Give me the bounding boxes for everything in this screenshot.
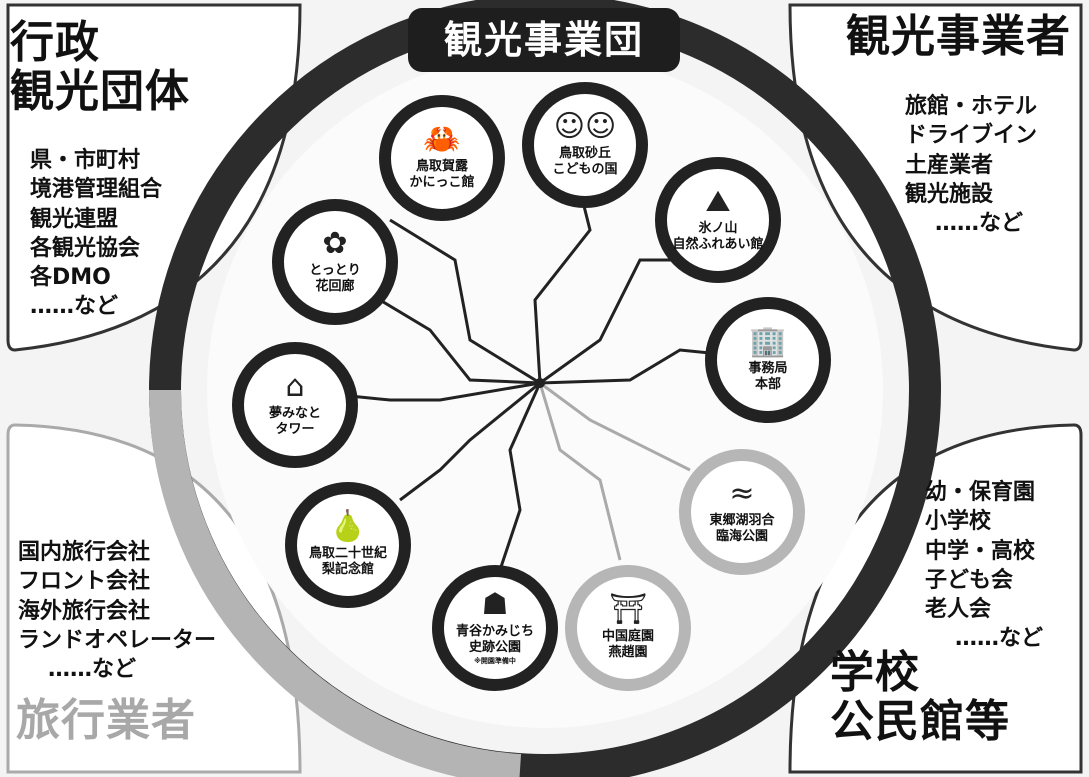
facility-note: ※開園準備中 (474, 657, 516, 666)
flower-icon: ✿ (322, 225, 348, 261)
network-spokes (339, 189, 731, 571)
children-icon: ☺☺ (553, 108, 617, 144)
facility-name: 中国庭園 燕趙園 (601, 628, 654, 660)
chinese-gate-icon: ⛩ (608, 591, 648, 627)
list-item: 各観光協会 (30, 235, 141, 261)
list-item: ……など (935, 211, 1024, 236)
center-title: 観光事業団 (408, 8, 680, 72)
spoke (539, 381, 691, 472)
facility-node-pear: 🍐鳥取二十世紀 梨記念館 (285, 482, 411, 608)
school-title: 学校 公民館等 (830, 648, 1010, 747)
facility-node-togo: ≈東郷湖羽合 臨海公園 (679, 449, 805, 575)
list-item: ドライブイン (905, 123, 1038, 149)
facility-name: 夢みなと タワー (268, 405, 321, 437)
list-item: ……など (48, 657, 137, 682)
government-items: 県・市町村 境港管理組合 観光連盟 各観光協会 各DMO ……など (30, 146, 162, 322)
facility-name: とっとり 花回廊 (309, 262, 361, 294)
list-item: 幼・保育園 (925, 480, 1036, 505)
lake-park-icon: ≈ (729, 475, 755, 511)
school-items: 幼・保育園 小学校 中学・高校 子ども会 老人会 ……など (925, 478, 1043, 654)
facility-name: 青谷かみじち 史跡公園 (455, 623, 534, 656)
facility-node-dune: ☺☺鳥取砂丘 こどもの国 (522, 82, 648, 208)
list-item: 観光施設 (905, 181, 994, 207)
crab-icon: 🦀 (423, 121, 461, 157)
pear-icon: 🍐 (329, 508, 367, 544)
government-title-line: 行政 (10, 17, 100, 68)
list-item: ……など (955, 626, 1044, 652)
tourism-business-title: 観光事業者 (846, 11, 1071, 62)
facility-name: 鳥取二十世紀 梨記念館 (308, 545, 387, 577)
list-item: 旅館・ホテル (905, 94, 1038, 119)
tourism-business-items: 旅館・ホテル ドライブイン 土産業者 観光施設 ……など (905, 92, 1037, 238)
spoke (379, 298, 541, 385)
hub-dot (535, 378, 545, 388)
spoke (498, 382, 542, 571)
facility-name: 氷ノ山 自然ふれあい館 (672, 220, 764, 252)
facility-name: 事務局 本部 (748, 360, 788, 392)
list-item: フロント会社 (18, 569, 151, 595)
facility-node-minato: ⌂夢みなと タワー (232, 342, 358, 468)
spoke (339, 381, 541, 402)
list-item: 小学校 (925, 509, 992, 535)
facility-node-aoya: ☗青谷かみじち 史跡公園※開園準備中 (432, 565, 558, 691)
school-title-line: 学校 (830, 647, 920, 698)
facility-node-hyonosen: ⛰氷ノ山 自然ふれあい館 (655, 157, 781, 283)
list-item: 子ども会 (925, 567, 1014, 593)
office-building-icon: 🏢 (749, 323, 787, 359)
facility-name: 鳥取砂丘 こどもの国 (552, 145, 618, 177)
school-title-line: 公民館等 (830, 696, 1010, 748)
facility-node-garden: ⛩中国庭園 燕趙園 (565, 565, 691, 691)
spoke (399, 381, 541, 502)
wooden-figure-icon: ☗ (481, 586, 509, 622)
list-item: ランドオペレーター (18, 627, 217, 653)
list-item: 境港管理組合 (30, 177, 163, 203)
spoke (389, 218, 541, 385)
list-item: 観光連盟 (30, 206, 119, 232)
list-item: 海外旅行会社 (18, 598, 151, 624)
spoke (538, 382, 622, 561)
list-item: 各DMO (30, 265, 111, 290)
mountain-icon: ⛰ (705, 183, 731, 219)
facility-name: 鳥取賀露 かにっこ館 (409, 158, 475, 190)
spoke (533, 189, 592, 384)
list-item: 土産業者 (905, 152, 994, 178)
outer-ring-light-arc (148, 389, 522, 777)
list-item: 県・市町村 (30, 148, 141, 173)
government-title-line: 観光団体 (10, 66, 190, 118)
facility-node-crab: 🦀鳥取賀露 かにっこ館 (379, 95, 505, 221)
facility-name: 東郷湖羽合 臨海公園 (709, 512, 775, 544)
facility-node-flower: ✿とっとり 花回廊 (272, 199, 398, 325)
facility-node-office: 🏢事務局 本部 (705, 297, 831, 423)
list-item: 国内旅行会社 (18, 540, 151, 565)
tower-icon: ⌂ (285, 368, 305, 404)
list-item: 中学・高校 (925, 538, 1036, 564)
list-item: ……など (30, 294, 119, 320)
list-item: 老人会 (925, 597, 992, 622)
travel-agency-items: 国内旅行会社 フロント会社 海外旅行会社 ランドオペレーター ……など (18, 538, 216, 684)
travel-agency-title: 旅行業者 (16, 695, 196, 746)
government-title: 行政 観光団体 (10, 18, 190, 117)
